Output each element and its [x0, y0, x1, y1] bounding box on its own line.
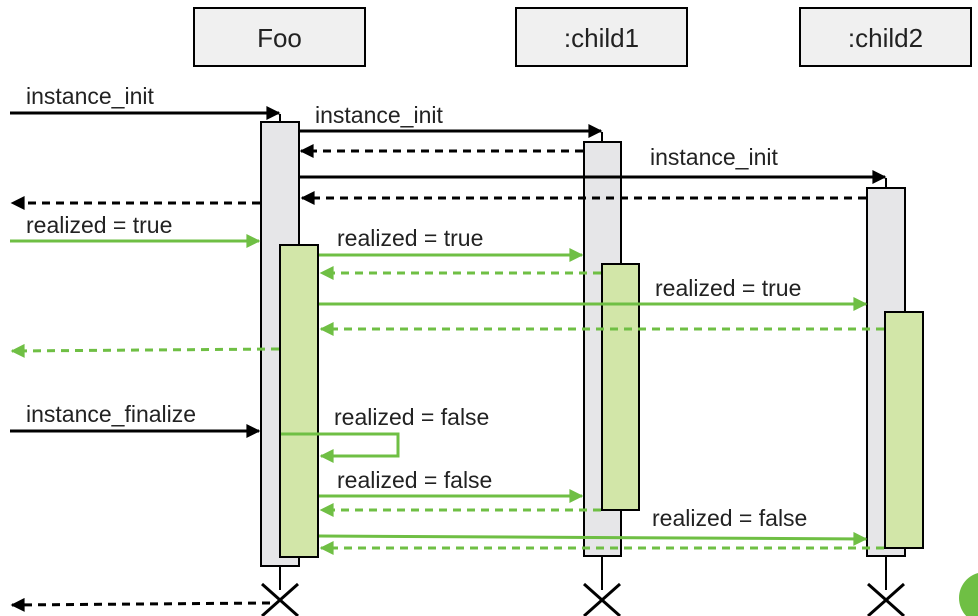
msg-instance-init-child2-label: instance_init: [650, 144, 778, 170]
destroy-child1: [583, 582, 621, 616]
participant-foo-label: Foo: [257, 23, 302, 53]
msg-instance-init-child1-label: instance_init: [315, 102, 443, 128]
msg-instance-init-foo-label: instance_init: [26, 83, 154, 109]
destroy-child2: [867, 582, 905, 616]
msg-realized-true-child2-label: realized = true: [655, 275, 801, 301]
participant-child1-label: :child1: [564, 23, 639, 53]
msg-realized-true-foo-label: realized = true: [26, 212, 172, 238]
msg-realized-false-child2: [318, 531, 868, 546]
participant-child2: :child2: [799, 7, 972, 67]
msg-realized-false-child1-label: realized = false: [337, 467, 492, 493]
participant-foo: Foo: [193, 7, 366, 67]
reply-instance-finalize: [10, 597, 271, 612]
activation-foo-realized: [279, 244, 319, 558]
activation-child2-realized: [884, 311, 924, 549]
msg-realized-false-self: [281, 432, 400, 463]
msg-realized-true-child1-label: realized = true: [337, 225, 483, 251]
destroy-foo: [261, 582, 299, 616]
participant-child2-label: :child2: [848, 23, 923, 53]
msg-realized-false-child2-label: realized = false: [652, 505, 807, 531]
reply-realized-true-foo: [10, 343, 280, 358]
corner-badge-icon: [959, 572, 978, 616]
activation-child1-realized: [601, 263, 640, 511]
participant-child1: :child1: [515, 7, 688, 67]
msg-instance-finalize-label: instance_finalize: [26, 401, 196, 427]
msg-realized-false-self-label: realized = false: [334, 404, 489, 430]
